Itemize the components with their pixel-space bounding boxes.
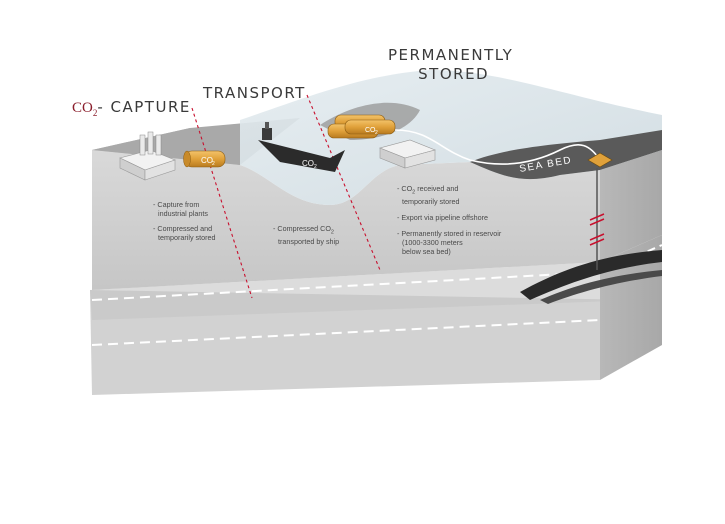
transport-note-sub: 2 (330, 229, 334, 236)
capture-note-2-line1: - Compressed and (153, 224, 213, 233)
ship-icon: CO 2 (258, 122, 345, 172)
ship-label: CO (302, 159, 314, 168)
storage-note-3-line1: - Permanently stored in reservoir (397, 229, 502, 239)
platform-icon (587, 152, 613, 168)
tank-label-sub: 2 (212, 161, 215, 167)
stage-dividers (191, 94, 381, 299)
storage-note-1-sub: 2 (412, 189, 416, 196)
storage-note-1-line2: temporarily stored (402, 197, 460, 207)
storage-notes: - CO2 received and temporarily stored - … (397, 184, 501, 256)
heading-stored: PERMANENTLY STORED (388, 46, 513, 84)
reservoir (520, 152, 662, 304)
storage-note-3-line2: (1000-3300 meters (402, 238, 463, 248)
storage-tank-label-sub: 2 (375, 130, 378, 136)
capture-tank: CO 2 (183, 150, 226, 168)
heading-stored-line1: PERMANENTLY (388, 46, 514, 64)
storage-note-1-post: received and (415, 184, 459, 193)
transport-note-line1: - Compressed CO (273, 224, 331, 233)
lower-block (90, 235, 663, 395)
heading-capture-label: - CAPTURE (97, 98, 191, 116)
storage-note-3-line3: below sea bed) (402, 247, 451, 257)
transport-notes: - Compressed CO2 transported by ship (273, 224, 339, 246)
storage-note-1-pre: - CO (397, 184, 413, 193)
terminal-building-icon (379, 139, 436, 169)
storage-note-2: - Export via pipeline offshore (397, 213, 488, 223)
heading-co2-sub: 2 (92, 108, 98, 118)
storage-tanks: CO 2 (327, 114, 396, 139)
heading-transport: TRANSPORT (203, 84, 306, 102)
ship-label-sub: 2 (314, 164, 317, 170)
heading-capture: CO2- CAPTURE (72, 98, 191, 118)
tank-label: CO (201, 156, 213, 165)
transport-note-line2: transported by ship (278, 237, 340, 247)
heading-co2: CO (72, 100, 93, 116)
storage-tank-label: CO (365, 127, 376, 134)
capture-note-1-line2: industrial plants (158, 209, 208, 218)
factory-icon (119, 131, 176, 181)
capture-note-1-line1: - Capture from (153, 200, 200, 209)
heading-stored-line2: STORED (418, 65, 490, 83)
capture-note-2-line2: temporarily stored (158, 233, 216, 242)
capture-notes: - Capture from industrial plants - Compr… (153, 200, 216, 242)
